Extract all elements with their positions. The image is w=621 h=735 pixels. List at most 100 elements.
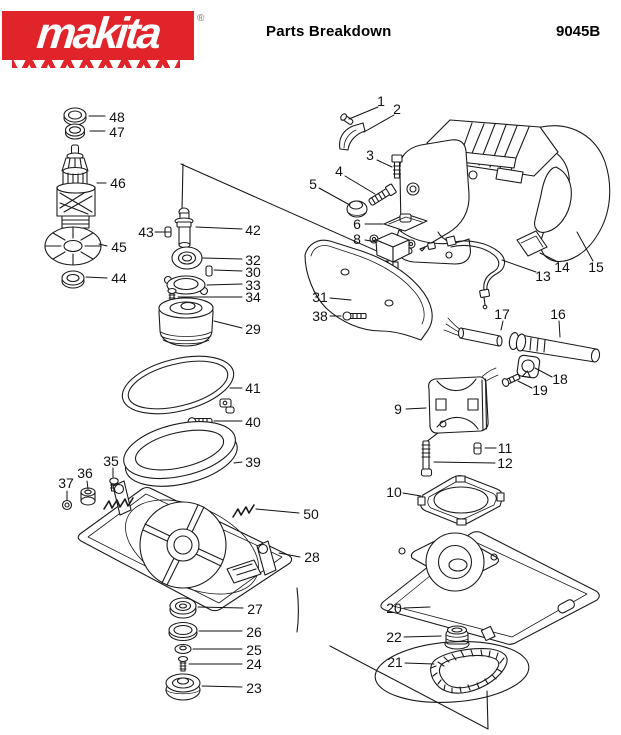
makita-logo: makita: [2, 9, 194, 68]
part-number-27: 27: [247, 601, 263, 617]
part-number-1: 1: [377, 93, 385, 109]
page-title: Parts Breakdown: [266, 23, 392, 40]
part-number-29: 29: [245, 321, 261, 337]
part-1-screw: [340, 113, 354, 125]
part-number-16: 16: [550, 306, 566, 322]
part-number-45: 45: [111, 239, 127, 255]
part-number-32: 32: [245, 252, 261, 268]
leader-line-21: [404, 662, 435, 665]
part-47-washer: [64, 123, 86, 140]
part-26-ring: [168, 621, 198, 642]
leader-line-33: [206, 283, 243, 286]
part-number-28: 28: [304, 549, 320, 565]
part-number-41: 41: [245, 380, 261, 396]
part-28-base-plate: [77, 480, 293, 612]
part-number-34: 34: [245, 289, 261, 305]
part-25-washer: [174, 643, 192, 655]
part-30-pin: [205, 265, 213, 277]
part-50-spring: [232, 504, 255, 518]
part-39-foam-ring: [123, 421, 238, 487]
part-number-10: 10: [386, 484, 402, 500]
part-number-37: 37: [58, 475, 74, 491]
part-3-screw: [391, 154, 403, 179]
part-22-grommet: [444, 625, 470, 650]
highlight-ellipse: [374, 641, 530, 703]
part-38-screw: [342, 311, 367, 321]
part-4-spring-bolt: [368, 183, 397, 206]
part-13-wiring: [437, 231, 506, 310]
part-number-36: 36: [77, 465, 93, 481]
part-number-9: 9: [394, 401, 402, 417]
leader-line-45: [98, 243, 108, 247]
part-23-pulley: [165, 673, 201, 701]
leader-line-29: [213, 320, 243, 329]
leader-line-1: [348, 106, 379, 120]
leader-line-3: [376, 159, 393, 168]
part-20-base-housing: [380, 531, 600, 645]
part-12-screw: [420, 440, 433, 477]
leader-line-4: [344, 175, 376, 195]
construction-lines: [180, 163, 489, 730]
part-19-screw: [501, 373, 521, 387]
part-32-bearing: [171, 246, 203, 270]
part-41-clamp-band: [121, 355, 235, 415]
part-number-5: 5: [309, 176, 317, 192]
part-48-bearing: [63, 107, 87, 126]
part-18-clamp: [516, 354, 541, 379]
part-number-8: 8: [353, 231, 361, 247]
leader-line-12: [433, 461, 496, 464]
part-number-26: 26: [246, 624, 262, 640]
leader-line-27: [197, 606, 244, 609]
part-number-33: 33: [245, 277, 261, 293]
part-29-pulley-drum: [158, 297, 214, 347]
leader-line-30: [213, 269, 243, 272]
part-number-42: 42: [245, 222, 261, 238]
part-11-pin: [473, 442, 482, 455]
leader-line-50: [255, 508, 300, 514]
part-number-20: 20: [386, 600, 402, 616]
leader-line-19: [517, 380, 533, 389]
part-number-38: 38: [312, 308, 328, 324]
part-36-roller: [80, 487, 96, 506]
part-number-18: 18: [552, 371, 568, 387]
model-number: 9045B: [556, 23, 601, 40]
leader-line-2: [363, 114, 395, 133]
leader-line-5: [318, 187, 349, 205]
part-number-24: 24: [246, 656, 262, 672]
part-number-14: 14: [554, 259, 570, 275]
part-number-43: 43: [138, 224, 154, 240]
part-number-12: 12: [497, 455, 513, 471]
registered-trademark: ®: [197, 13, 205, 24]
part-number-2: 2: [393, 101, 401, 117]
part-number-25: 25: [246, 642, 262, 658]
leader-line-9: [405, 407, 427, 410]
leader-line-18: [534, 367, 553, 378]
leader-line-15: [576, 231, 594, 262]
part-number-17: 17: [494, 306, 510, 322]
part-42-spindle: [174, 207, 194, 249]
leader-line-14: [539, 252, 559, 263]
leader-line-31: [329, 297, 352, 301]
part-number-30: 30: [245, 264, 261, 280]
part-number-19: 19: [532, 382, 548, 398]
part-number-6: 6: [353, 216, 361, 232]
part-number-22: 22: [386, 629, 402, 645]
part-16-cord-guard: [508, 332, 601, 363]
part-number-35: 35: [103, 453, 119, 469]
part-14-capacitor: [516, 230, 548, 257]
part-number-50: 50: [303, 506, 319, 522]
part-37-nut: [61, 499, 73, 511]
leader-line-22: [403, 635, 442, 638]
part-44-bearing: [61, 270, 85, 289]
leader-line-16: [558, 320, 561, 338]
part-number-39: 39: [245, 454, 261, 470]
part-number-15: 15: [588, 259, 604, 275]
leader-line-44: [85, 276, 108, 279]
leader-line-28: [278, 552, 301, 558]
part-6-switch-plate: [383, 213, 428, 232]
part-27-bearing: [169, 597, 197, 619]
part-number-44: 44: [111, 270, 127, 286]
part-15-motor-housing: [394, 119, 611, 265]
